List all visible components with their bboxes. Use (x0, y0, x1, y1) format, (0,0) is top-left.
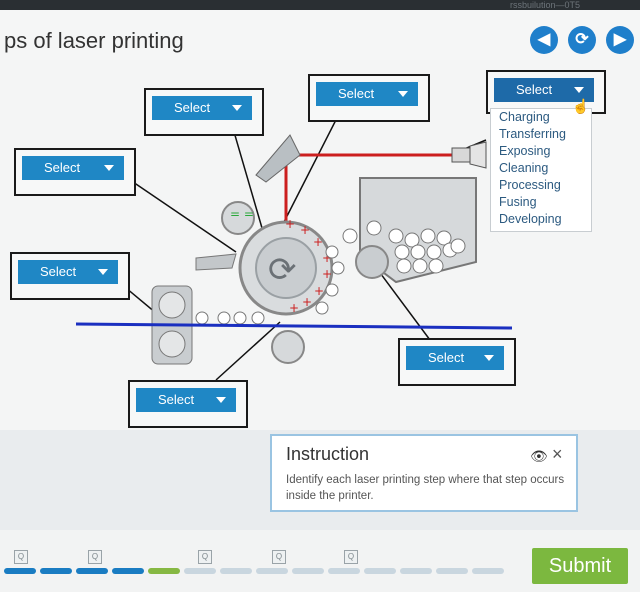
menu-item-exposing[interactable]: Exposing (499, 144, 551, 158)
eye-icon[interactable]: 👁 (530, 448, 548, 464)
instruction-panel: Instruction 👁 × Identify each laser prin… (270, 434, 578, 512)
menu-item-cleaning[interactable]: Cleaning (499, 161, 549, 175)
progress-segment[interactable] (40, 568, 72, 574)
progress-segment[interactable] (76, 568, 108, 574)
question-icon[interactable]: Q (344, 550, 358, 564)
svg-text:+: + (285, 217, 295, 231)
svg-text:+: + (313, 235, 323, 249)
refresh-icon: ⟳ (575, 31, 589, 48)
chevron-down-icon (484, 355, 494, 361)
charge-roller (221, 201, 255, 235)
topbar-text: rssbuilution—0T5 (509, 0, 580, 10)
select-button[interactable]: Select (152, 96, 252, 120)
progress-segment[interactable] (364, 568, 396, 574)
select-button[interactable]: Select (22, 156, 124, 180)
toner-on-drum (315, 245, 345, 315)
progress-segment[interactable] (400, 568, 432, 574)
menu-item-charging[interactable]: Charging (499, 110, 550, 124)
dropdown-exposing-step[interactable]: Select (308, 74, 430, 122)
progress-segment-current[interactable] (148, 568, 180, 574)
forward-icon: ▶ (613, 31, 627, 48)
page-title: ps of laser printing (4, 28, 184, 53)
progress-segment[interactable] (4, 568, 36, 574)
transfer-roller (271, 330, 305, 364)
select-button[interactable]: Select (18, 260, 118, 284)
instruction-title: Instruction (286, 444, 370, 464)
select-button[interactable]: Select (316, 82, 418, 106)
progress-segment[interactable] (112, 568, 144, 574)
cleaning-blade (195, 253, 237, 271)
question-icon[interactable]: Q (272, 550, 286, 564)
back-icon: ◀ (537, 31, 551, 48)
select-button[interactable]: Select (406, 346, 504, 370)
refresh-button[interactable]: ⟳ (568, 26, 596, 54)
charge-signs: = = (230, 207, 254, 221)
chevron-down-icon (98, 269, 108, 275)
developer-roller (355, 245, 389, 279)
menu-item-processing[interactable]: Processing (499, 178, 561, 192)
instruction-body: Identify each laser printing step where … (286, 474, 565, 502)
rotate-icon: ⟳ (268, 250, 297, 290)
svg-text:+: + (322, 251, 332, 265)
menu-item-transferring[interactable]: Transferring (499, 127, 566, 141)
svg-text:+: + (322, 267, 332, 281)
paper-path (75, 322, 513, 330)
select-button[interactable]: Select (136, 388, 236, 412)
menu-item-developing[interactable]: Developing (499, 212, 562, 226)
dropdown-cleaning-step[interactable]: Select (14, 148, 136, 196)
dropdown-transferring-step[interactable]: Select (128, 380, 248, 428)
progress-segment[interactable] (328, 568, 360, 574)
progress-segment[interactable] (472, 568, 504, 574)
cursor-icon: ☝ (572, 98, 590, 114)
dropdown-developing-step[interactable]: Select (398, 338, 516, 386)
progress-segment[interactable] (436, 568, 468, 574)
chevron-down-icon (232, 105, 242, 111)
dropdown-menu: Charging Transferring Exposing Cleaning … (490, 108, 592, 232)
drum-charges: ++++++++ (285, 217, 332, 315)
select-button[interactable]: Select (494, 78, 594, 102)
back-button[interactable]: ◀ (530, 26, 558, 54)
svg-text:+: + (302, 295, 312, 309)
progress-segment[interactable] (220, 568, 252, 574)
question-icon[interactable]: Q (88, 550, 102, 564)
toner-hopper-icon (342, 177, 477, 284)
progress-segment[interactable] (184, 568, 216, 574)
menu-item-fusing[interactable]: Fusing (499, 195, 537, 209)
question-icon[interactable]: Q (14, 550, 28, 564)
question-icon[interactable]: Q (198, 550, 212, 564)
dropdown-charging-step[interactable]: Select (144, 88, 264, 136)
close-icon[interactable]: × (552, 444, 563, 464)
submit-button[interactable]: Submit (532, 548, 628, 584)
svg-text:+: + (314, 284, 324, 298)
top-bar: rssbuilution—0T5 (0, 0, 640, 10)
chevron-down-icon (216, 397, 226, 403)
svg-text:+: + (289, 301, 299, 315)
chevron-down-icon (574, 87, 584, 93)
laser-source-icon (451, 141, 487, 169)
dropdown-fusing-step[interactable]: Select (10, 252, 130, 300)
chevron-down-icon (398, 91, 408, 97)
forward-button[interactable]: ▶ (606, 26, 634, 54)
mirror-icon (255, 134, 301, 183)
toner-on-paper (195, 311, 265, 325)
progress-segment[interactable] (256, 568, 288, 574)
chevron-down-icon (104, 165, 114, 171)
svg-text:+: + (300, 223, 310, 237)
progress-segment[interactable] (292, 568, 324, 574)
